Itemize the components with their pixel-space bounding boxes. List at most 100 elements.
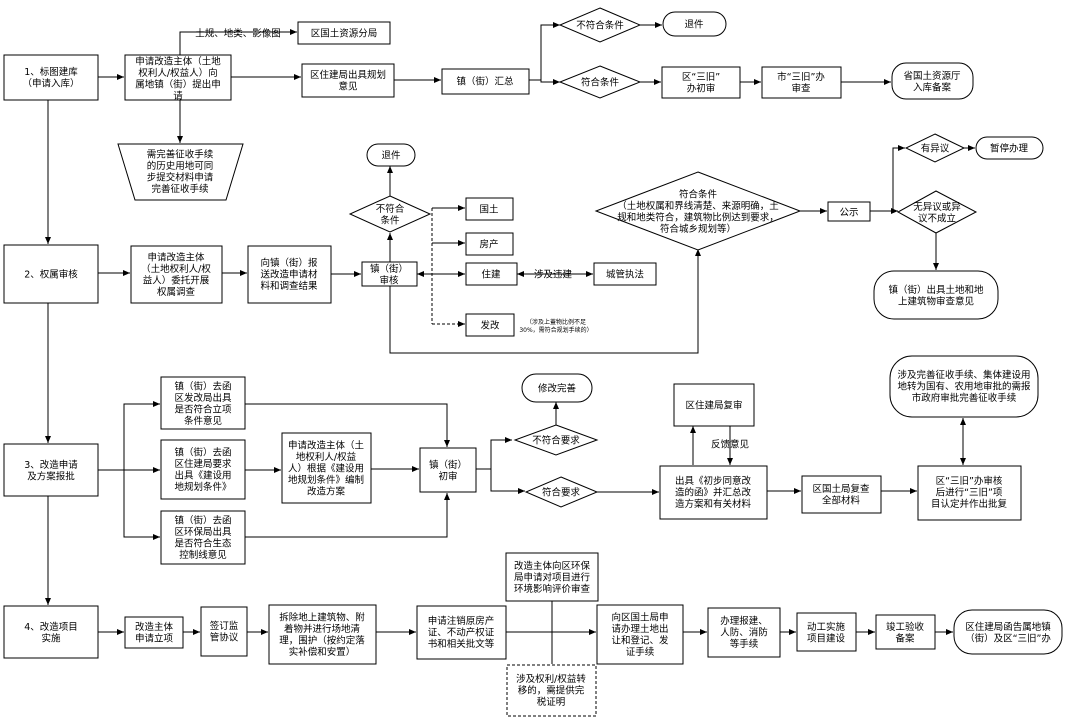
s3-prelim-label: 镇（街）初审 <box>429 459 467 483</box>
s2-return-label: 退件 <box>381 150 401 162</box>
s2-publicity-box <box>827 201 871 222</box>
s1-not-meet-label: 不符合条件 <box>576 20 624 32</box>
s4-acceptance-box <box>875 614 936 650</box>
s2-not-meet-label: 不符合条件 <box>376 203 405 227</box>
s1-summary-label: 镇（街）汇总 <box>456 76 514 88</box>
stage-3-label: 3、改造申请及方案报批 <box>24 459 78 483</box>
s1-city-review-label: 市“三旧”办审查 <box>777 71 825 95</box>
s3-issue-letter-box <box>659 465 768 520</box>
s4-cancel-cert-label: 申请注销原房产证、不动产权证书和相关批文等 <box>428 615 495 650</box>
s3-meet-label: 符合要求 <box>542 487 581 499</box>
s2-illegal-label: 涉及违建 <box>534 269 573 281</box>
s2-no-objection-diamond <box>896 190 978 234</box>
s1-district-review-box <box>661 66 741 99</box>
s4-env-eval-box <box>505 552 599 602</box>
s4-start-box <box>796 612 857 652</box>
s2-opinion-pill <box>873 270 999 320</box>
s2-dev-reform-label: 发改 <box>480 320 500 332</box>
s1-trapezoid <box>117 143 244 201</box>
s1-maps-label: 土规、地类、影像图 <box>195 28 281 40</box>
s3-collective-label: 涉及完善征收手续、集体建设用地转为国有、农用地审批的需报市政府审批完善征收手续 <box>897 369 1031 404</box>
s3-housing-recheck-box <box>673 383 755 427</box>
stage-2-box <box>3 244 99 304</box>
s2-meet-label: 符合条件（土地权属和界线清楚、来源明确，土规和地类符合，建筑物比例达到要求，符合… <box>617 188 779 235</box>
s3-not-meet-diamond <box>513 424 599 456</box>
s3-final-approval-label: 区“三旧”办审核后进行“三旧”项目认定并作出批复 <box>931 475 1008 510</box>
s2-no-objection-label: 无异议或异议不成立 <box>913 201 961 225</box>
s1-district-review-label: 区“三旧”办初审 <box>682 72 720 95</box>
s2-entrust-label: 申请改造主体（土地权利人/权益人）委托开展权属调查 <box>141 251 211 298</box>
stage-4-box <box>3 605 99 659</box>
s2-objection-label: 有异议 <box>921 143 950 155</box>
s4-notify-label: 区住建局函告属地镇（街）及区“三旧”办 <box>965 621 1051 645</box>
s4-land-transfer-label: 向区国土局申请办理土地出让和登记、发证手续 <box>611 611 669 658</box>
s1-province-file-pill <box>891 62 974 100</box>
s1-apply-label: 申请改造主体（土地权利人/权益人）向属地镇（街）提出申请 <box>135 55 221 102</box>
s4-env-eval-label: 改造主体向区环保局申请对项目进行环境影响评价审查 <box>514 560 591 595</box>
s1-land-bureau-label: 区国土资源分局 <box>311 28 378 40</box>
shapes <box>3 7 1063 717</box>
s3-final-approval-box <box>917 465 1022 521</box>
s4-start-label: 动工实施项目建设 <box>807 621 846 645</box>
s2-land-label: 国土 <box>479 204 499 216</box>
s1-planning-box <box>301 63 395 98</box>
s1-not-meet-diamond <box>558 7 642 43</box>
s4-permits-box <box>707 607 781 658</box>
s2-suspend-pill <box>975 136 1044 160</box>
s2-not-meet-diamond <box>348 195 432 233</box>
s2-report-label: 向镇（街）报送改造申请材料和调查结果 <box>260 257 318 292</box>
s1-meet-label: 符合条件 <box>581 77 620 89</box>
s1-apply-box <box>124 54 232 101</box>
s2-objection-diamond <box>904 133 966 163</box>
s1-return-label: 退件 <box>684 19 704 31</box>
s3-housing-recheck-label: 区住建局复审 <box>685 400 742 412</box>
s3-env-letter-box <box>160 510 246 565</box>
s2-dev-reform-box <box>465 313 515 337</box>
s3-compile-label: 申请改造主体（土地权利人/权益人）根据《建设用地规划条件》编制改造方案 <box>288 440 365 498</box>
s1-summary-box <box>441 68 530 95</box>
s2-land-box <box>465 197 514 221</box>
s4-demolish-label: 拆除地上建筑物、附着物并进行场地清理，围护（按约定落实补偿和安置） <box>279 611 365 658</box>
s2-enforcement-label: 城管执法 <box>606 269 644 281</box>
s1-land-bureau-box <box>297 21 391 45</box>
s3-meet-diamond <box>524 476 599 508</box>
s4-land-transfer-box <box>596 604 684 665</box>
s1-province-file-label: 省国土资源厅入库备案 <box>903 70 961 94</box>
s4-transfer-box <box>506 664 597 717</box>
s2-property-label: 房产 <box>479 239 498 251</box>
s2-review-box <box>361 261 418 287</box>
s4-cancel-cert-box <box>416 605 507 660</box>
connectors <box>45 22 975 664</box>
s4-acceptance-label: 竣工验收备案 <box>886 621 925 645</box>
s4-permits-label: 办理报建、人防、消防等手续 <box>720 615 768 650</box>
s3-land-recheck-box <box>801 475 882 514</box>
s1-return-pill <box>662 11 727 37</box>
s4-transfer-label: 涉及权利/权益转移的，需提供完税证明 <box>516 673 586 708</box>
s2-construction-box <box>465 262 518 286</box>
s2-publicity-label: 公示 <box>839 208 858 219</box>
s1-meet-diamond <box>558 65 642 99</box>
s2-meet-diamond <box>594 171 802 251</box>
s4-agreement-box <box>200 606 248 657</box>
s1-city-review-box <box>761 66 842 99</box>
s2-enforcement-box <box>593 262 657 286</box>
s3-feedback-label: 反馈意见 <box>711 439 749 451</box>
stage-4-label: 4、改造项目实施 <box>24 621 78 645</box>
s3-land-recheck-label: 区国土局复查全部材料 <box>812 483 870 507</box>
s3-not-meet-label: 不符合要求 <box>532 435 580 447</box>
s3-revise-pill <box>521 373 593 403</box>
labels: 1、标图建库（申请入库） 2、权属审核 3、改造申请及方案报批 4、改造项目实施… <box>22 19 1051 709</box>
s3-issue-letter-label: 出具《初步同意改造的函》并汇总改造方案和有关材料 <box>675 475 752 510</box>
s3-housing-letter-box <box>160 439 246 500</box>
s3-revise-label: 修改完善 <box>538 383 577 395</box>
s1-planning-label: 区住建局出具规划意见 <box>310 69 386 93</box>
s3-collective-pill <box>889 355 1039 418</box>
s3-housing-letter-label: 镇（街）去函区住建局要求出具《建设用地规划条件》 <box>174 446 232 493</box>
s3-dev-letter-box <box>160 376 246 430</box>
s3-env-letter-label: 镇（街）去函区环保局出具是否符合生态控制线意见 <box>174 514 232 561</box>
s2-report-box <box>247 245 332 304</box>
stage-2-label: 2、权属审核 <box>24 269 78 281</box>
stage-3-box <box>3 443 99 497</box>
